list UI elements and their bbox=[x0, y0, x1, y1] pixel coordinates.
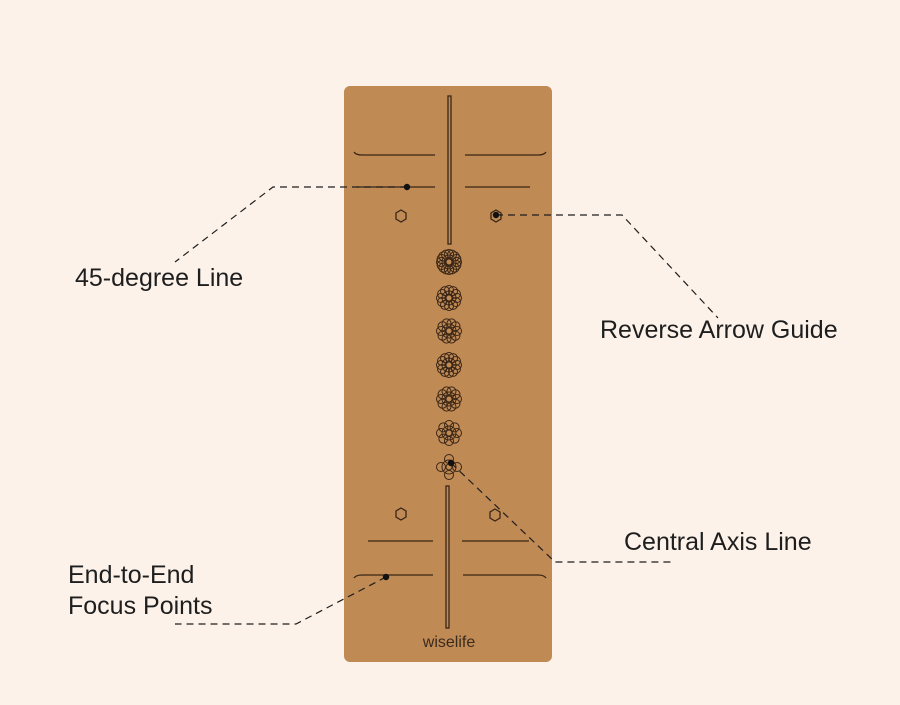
chakra-symbol-icon bbox=[436, 420, 462, 446]
chakra-symbol-icon bbox=[436, 318, 462, 344]
chakra-symbol-icon bbox=[436, 249, 462, 275]
label-focus-points-2: Focus Points bbox=[68, 592, 213, 620]
label-reverse-arrow-guide: Reverse Arrow Guide bbox=[600, 316, 838, 344]
chakra-symbols bbox=[436, 249, 462, 480]
label-focus-points-1: End-to-End bbox=[68, 561, 195, 589]
chakra-symbol-icon bbox=[436, 285, 462, 311]
mat-alignment-lines bbox=[353, 95, 547, 629]
brand-logo: wiselife bbox=[422, 634, 476, 651]
annotation-leader-lines bbox=[174, 186, 719, 625]
label-central-axis-line: Central Axis Line bbox=[624, 528, 812, 556]
annotation-dots bbox=[382, 183, 500, 581]
label-45-degree-line: 45-degree Line bbox=[75, 264, 244, 292]
chakra-symbol-icon bbox=[436, 386, 462, 412]
chakra-symbol-icon bbox=[436, 352, 462, 378]
